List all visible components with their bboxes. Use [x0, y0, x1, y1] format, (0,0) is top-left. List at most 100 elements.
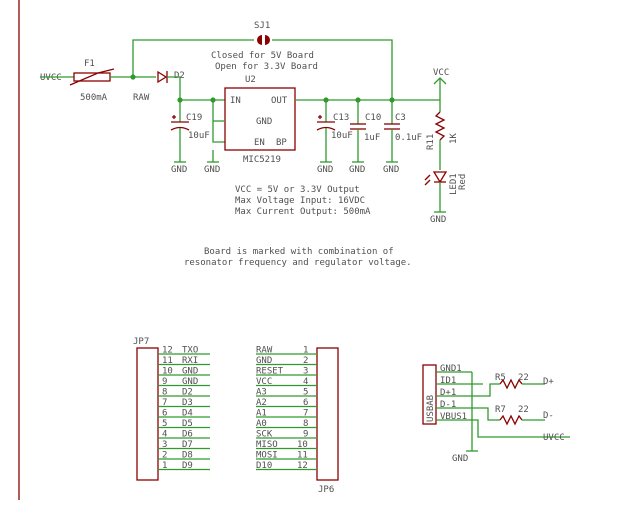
jp6-pin-label: RESET	[256, 367, 284, 377]
r7-value: 22	[518, 405, 529, 415]
c10-value: 1uF	[364, 133, 380, 143]
r11-value: 1K	[449, 133, 459, 144]
resistor-r5	[499, 378, 523, 390]
sj1-note-5v: Closed for 5V Board	[211, 51, 314, 61]
jp6-pin-number: 7	[303, 409, 308, 419]
jp6-pin-number: 3	[303, 367, 308, 377]
dminus-net-label: D-	[543, 411, 554, 421]
led1	[424, 171, 448, 186]
jp7-pin-label: D6	[182, 430, 193, 440]
capacitor-c10	[350, 100, 366, 163]
jp7-pin-label: D7	[182, 440, 193, 450]
jp6-pin-number: 5	[303, 388, 308, 398]
dminus-wire	[472, 407, 500, 421]
usb-pin-label: ID1	[440, 376, 456, 386]
jp7-pin-number: 2	[162, 451, 167, 461]
c3-label: C3	[395, 113, 406, 123]
jp6-pin-label: GND	[256, 356, 272, 366]
jp6-pin-number: 9	[303, 430, 308, 440]
c10-label: C10	[365, 113, 381, 123]
jp6-pin-number: 8	[303, 419, 308, 429]
regulator-section: SJ1 Closed for 5V Board Open for 3.3V Bo…	[40, 21, 468, 268]
u2-pin-en: EN	[254, 138, 265, 148]
jp6-pin-label: A2	[256, 398, 267, 408]
jp7-pin-label: TXO	[182, 346, 198, 356]
jp7-pin-label: RXI	[182, 356, 198, 366]
led1-color: Red	[458, 174, 468, 190]
f1-label: F1	[84, 59, 95, 69]
regulator-u2	[224, 87, 296, 151]
fuse-f1	[69, 68, 115, 86]
jp6-pin-label: RAW	[256, 346, 273, 356]
gnd-label-led: GND	[430, 215, 446, 225]
gnd-label-c10: GND	[349, 165, 365, 175]
jp7-pin-number: 12	[162, 346, 173, 356]
resistor-r7	[499, 414, 523, 426]
jp7-pin-number: 7	[162, 398, 167, 408]
sj1-wire-left	[132, 39, 254, 77]
jp6-pin-number: 1	[303, 346, 308, 356]
r7-label: R7	[495, 405, 506, 415]
sj1-label: SJ1	[254, 21, 270, 31]
jp7-pin-label: D2	[182, 388, 193, 398]
raw-wire	[167, 76, 225, 101]
jp7-pin-number: 5	[162, 419, 167, 429]
u2-label: U2	[245, 75, 256, 85]
note-max-current: Max Current Output: 500mA	[235, 207, 371, 217]
gnd-label-c13: GND	[317, 165, 333, 175]
jp6-pin-label: MISO	[256, 440, 278, 450]
u2-pin-out: OUT	[271, 96, 288, 106]
usb-connector-body	[422, 364, 437, 425]
usb-pin-label: GND1	[440, 364, 462, 374]
r11-label: R11	[426, 134, 436, 150]
r5-label: R5	[495, 373, 506, 383]
jp6-pin-label: D10	[256, 461, 272, 471]
jp6-pin-number: 6	[303, 398, 308, 408]
capacitor-c13	[316, 100, 336, 163]
jp7-pin-label: D3	[182, 398, 193, 408]
dplus-net-label: D+	[543, 377, 554, 387]
jp6-pin-number: 10	[297, 440, 308, 450]
jp7-pin-number: 11	[162, 356, 173, 366]
c13-value: 10uF	[331, 131, 353, 141]
gnd-label-c3: GND	[383, 165, 399, 175]
jp7-pin-label: D8	[182, 451, 193, 461]
jp7-pin-label: GND	[182, 367, 198, 377]
vcc-net-label: VCC	[433, 68, 449, 78]
u2-pin-bp: BP	[276, 138, 287, 148]
c3-value: 0.1uF	[395, 133, 422, 143]
junction-en	[210, 97, 216, 103]
usb-connector-label: USBAB	[426, 395, 436, 422]
resistor-r11	[434, 111, 446, 141]
jp7-label: JP7	[133, 337, 149, 347]
sj1-solder-jumper	[257, 35, 270, 45]
jp6-pin-label: VCC	[256, 377, 272, 387]
c13-label: C13	[333, 113, 349, 123]
jp6-pin-label: A0	[256, 419, 267, 429]
uvcc-net-label: UVCC	[40, 73, 62, 83]
sj1-note-3v3: Open for 3.3V Board	[215, 62, 318, 72]
usb-pin-label: VBUS1	[440, 412, 467, 422]
dplus-wire	[472, 383, 500, 397]
d2-label: D2	[174, 71, 185, 81]
jp6-pin-number: 12	[297, 461, 308, 471]
c19-value: 10uF	[188, 131, 210, 141]
capacitor-c3	[384, 100, 400, 163]
jp6-pin-number: 11	[297, 451, 308, 461]
jp6-body	[316, 347, 339, 481]
usb-pin-label: D+1	[440, 388, 456, 398]
jp7-pin-label: GND	[182, 377, 198, 387]
jp7-pin-number: 10	[162, 367, 173, 377]
f1-value: 500mA	[80, 93, 108, 103]
jp6-pin-label: SCK	[256, 430, 273, 440]
diode-d2	[157, 70, 168, 84]
jp7-pin-label: D9	[182, 461, 193, 471]
jp6-pin-number: 4	[303, 377, 308, 387]
jp7-pin-number: 9	[162, 377, 167, 387]
jp7-pin-number: 1	[162, 461, 167, 471]
jp7-pin-number: 3	[162, 440, 167, 450]
usb-gnd-wire	[471, 372, 483, 385]
jp6-pin-label: MOSI	[256, 451, 278, 461]
